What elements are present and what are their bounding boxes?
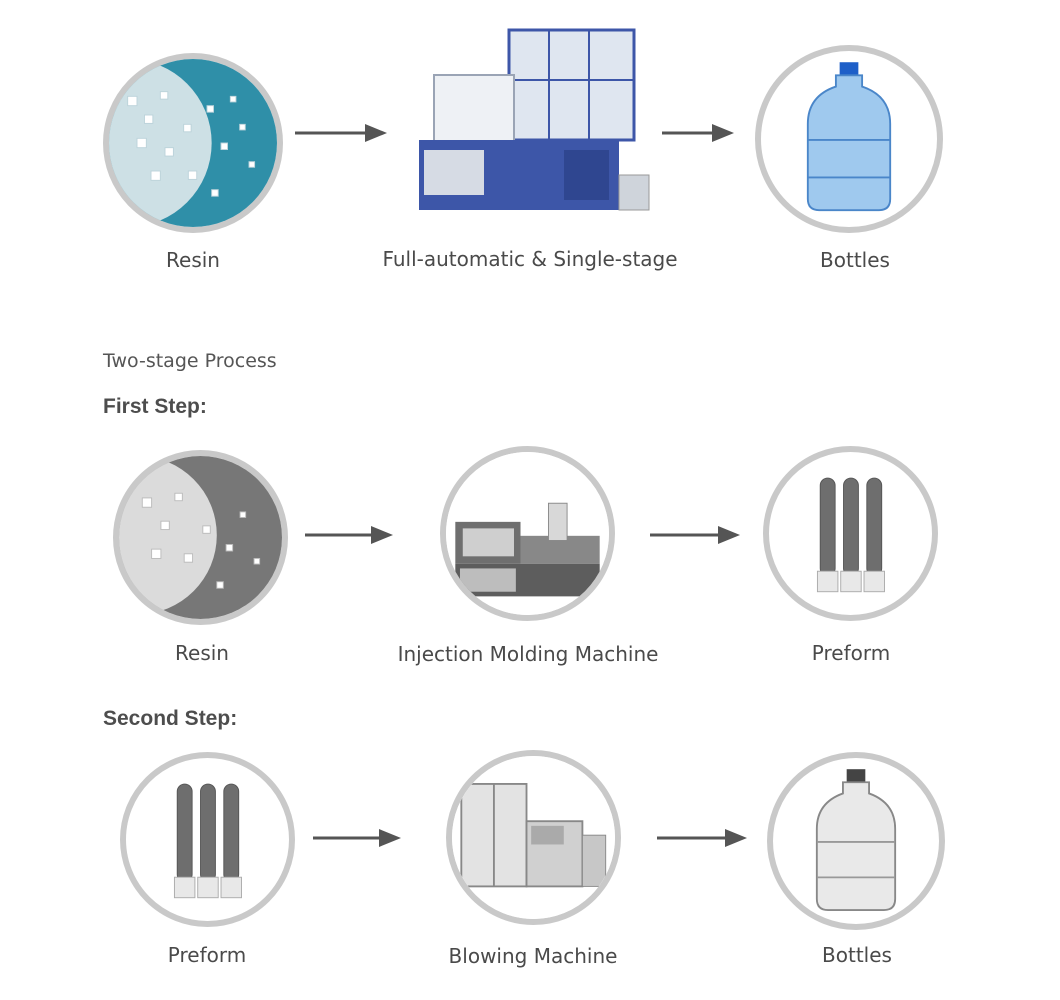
- second-step-heading: Second Step:: [103, 707, 238, 730]
- bottles-label: Bottles: [820, 248, 890, 272]
- preform-label: Preform: [811, 641, 891, 665]
- single-stage-machine-label: Full-automatic & Single-stage: [382, 247, 678, 271]
- blowing-machine-label: Blowing Machine: [448, 944, 618, 968]
- bottle-image: [755, 45, 943, 233]
- two-stage-title: Two-stage Process: [103, 350, 277, 372]
- arrow-right-icon: [650, 525, 740, 545]
- resin-gray-image: [113, 450, 288, 625]
- arrow-right-icon: [662, 123, 734, 143]
- arrow-right-icon: [313, 828, 401, 848]
- preform-label: Preform: [167, 943, 247, 967]
- single-stage-machine-image: [414, 25, 654, 220]
- blowing-machine-image: [446, 750, 621, 925]
- first-step-heading: First Step:: [103, 395, 207, 418]
- injection-machine-label: Injection Molding Machine: [397, 642, 659, 666]
- resin-image: [103, 53, 283, 233]
- arrow-right-icon: [305, 525, 393, 545]
- resin-label: Resin: [175, 641, 229, 665]
- resin-label: Resin: [166, 248, 220, 272]
- bottle-gray-image: [767, 752, 945, 930]
- preform-image: [120, 752, 295, 927]
- injection-machine-image: [440, 446, 615, 621]
- bottles-label: Bottles: [822, 943, 892, 967]
- arrow-right-icon: [657, 828, 747, 848]
- preform-image: [763, 446, 938, 621]
- arrow-right-icon: [295, 123, 387, 143]
